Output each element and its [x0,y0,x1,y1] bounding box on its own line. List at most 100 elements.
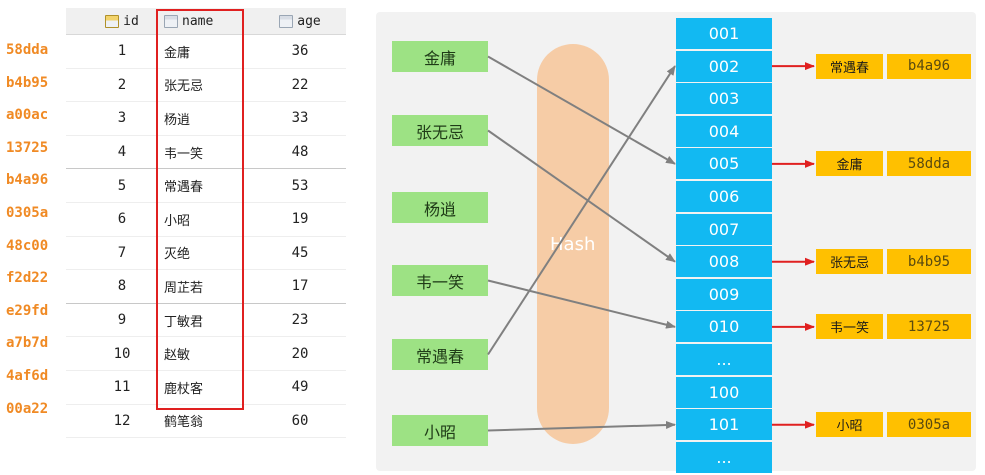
column-header-age[interactable]: age [254,8,346,34]
table-row[interactable]: 6 小昭 19 [66,203,346,237]
entry-name: 常遇春 [816,53,883,79]
table-row[interactable]: 9 丁敏君 23 [66,304,346,338]
row-id: a00ac [6,107,49,124]
hash-mapping-arrow [487,279,676,329]
table-row[interactable]: 11 鹿杖客 49 [66,371,346,405]
cell-name[interactable]: 张无忌 [164,79,204,95]
row-id: 58dda [6,42,49,58]
row-id: 0305a [6,204,49,221]
hash-bucket: 002 [676,50,772,82]
cell-id[interactable]: 10 [113,345,131,362]
cell-id[interactable]: 7 [117,244,127,261]
cell-name[interactable]: 鹿杖客 [164,381,204,397]
hash-bucket: 001 [676,18,772,49]
cell-age[interactable]: 53 [291,177,309,194]
name-column-highlight [156,9,244,410]
row-id: f2d22 [6,270,49,287]
row-id: b4b95 [6,74,49,91]
hash-function-band [537,44,609,444]
row-id: e29fd [6,302,49,319]
row-id-column: 58dda b4b95 a00ac 13725 b4a96 0305a 48c0… [0,34,62,425]
entry-name: 韦一笑 [816,314,883,340]
cell-name[interactable]: 鹤笔翁 [164,415,204,431]
row-id: 48c00 [6,237,49,254]
cell-id[interactable]: 1 [117,43,127,60]
source-key-box: 杨逍 [392,192,488,223]
cell-age[interactable]: 17 [291,278,309,295]
hash-bucket: 010 [676,311,772,343]
cell-id[interactable]: 8 [117,278,127,295]
row-id: a7b7d [6,335,49,352]
entry-name: 小昭 [816,412,883,438]
entry-row-id: 58dda [887,151,971,177]
hash-bucket: 100 [676,376,772,408]
column-icon [164,14,178,28]
hash-bucket: ... [676,441,772,473]
cell-name[interactable]: 丁敏君 [164,314,204,330]
cell-id[interactable]: 2 [117,76,127,93]
entry-row-id: 0305a [887,412,971,438]
cell-name[interactable]: 韦一笑 [164,146,204,162]
cell-id[interactable]: 12 [113,412,131,429]
row-id: 00a22 [6,400,49,417]
cell-name[interactable]: 灭绝 [164,247,191,263]
cell-name[interactable]: 常遇春 [164,180,204,196]
cell-age[interactable]: 20 [291,345,309,362]
cell-age[interactable]: 49 [291,379,309,396]
cell-age[interactable]: 33 [291,110,309,127]
hash-mapping-arrow [487,129,676,263]
cell-age[interactable]: 60 [291,412,309,429]
cell-age[interactable]: 22 [291,76,309,93]
cell-id[interactable]: 11 [113,379,131,396]
hash-label: Hash [550,234,596,255]
source-key-box: 金庸 [392,41,488,72]
hash-bucket: 101 [676,409,772,441]
table-row[interactable]: 8 周芷若 17 [66,270,346,304]
source-key-box: 韦一笑 [392,265,488,296]
column-header-id[interactable]: id [86,8,158,34]
cell-id[interactable]: 3 [117,110,127,127]
table-row[interactable]: 10 赵敏 20 [66,337,346,371]
cell-name[interactable]: 杨逍 [164,112,191,128]
cell-id[interactable]: 6 [117,211,127,228]
table-row[interactable]: 12 鹤笔翁 60 [66,405,346,439]
hash-mapping-arrow [487,55,676,165]
cell-name[interactable]: 周芷若 [164,280,204,296]
cell-id[interactable]: 5 [117,177,127,194]
hash-bucket: 009 [676,278,772,310]
row-id: 4af6d [6,367,49,384]
cell-age[interactable]: 23 [291,312,309,329]
cell-name[interactable]: 金庸 [164,45,191,61]
cell-age[interactable]: 45 [291,244,309,261]
table-row[interactable]: 7 灭绝 45 [66,237,346,271]
source-key-box: 张无忌 [392,115,488,146]
hash-bucket: 006 [676,181,772,212]
cell-age[interactable]: 19 [291,211,309,228]
entry-name: 张无忌 [816,249,883,275]
hash-mapping-arrow [487,65,676,356]
cell-name[interactable]: 赵敏 [164,348,191,364]
table-row[interactable]: 5 常遇春 53 [66,169,346,203]
cell-name[interactable]: 小昭 [164,213,191,229]
cell-age[interactable]: 36 [291,43,309,60]
cell-age[interactable]: 48 [291,144,309,161]
cell-id[interactable]: 9 [117,312,127,329]
entry-row-id: 13725 [887,314,971,340]
column-header-name[interactable]: name [158,8,254,34]
table-row[interactable]: 4 韦一笑 48 [66,136,346,170]
table-row[interactable]: 3 杨逍 33 [66,102,346,136]
table-row[interactable]: 1 金庸 36 [66,35,346,69]
cell-id[interactable]: 4 [117,144,127,161]
hash-bucket: 007 [676,213,772,245]
column-icon [279,14,294,28]
primary-key-column-icon [105,14,120,28]
table-row[interactable]: 2 张无忌 22 [66,69,346,103]
entry-row-id: b4b95 [887,249,971,275]
source-key-box: 常遇春 [392,339,488,370]
